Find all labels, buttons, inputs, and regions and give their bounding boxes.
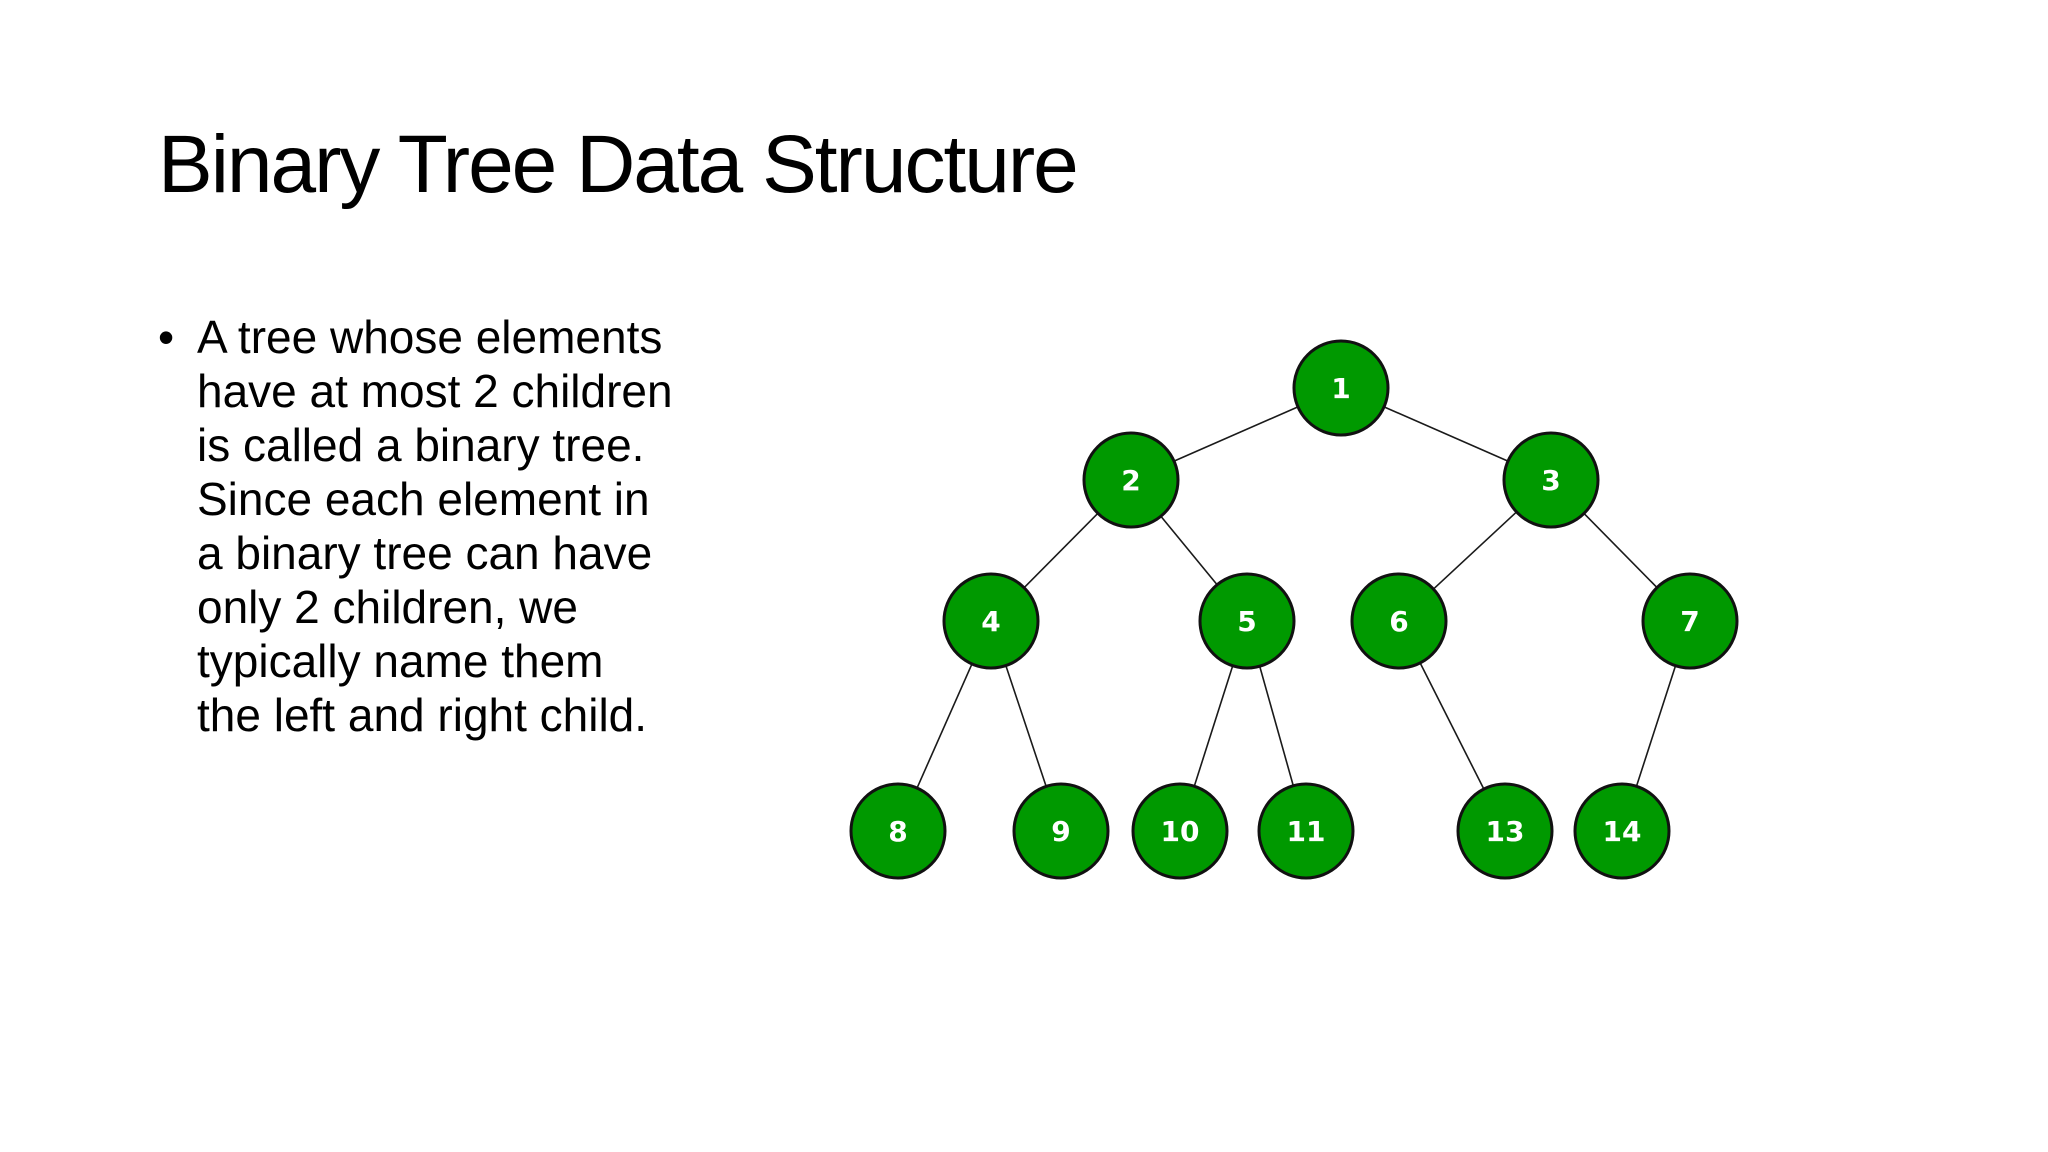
tree-node-1: 1 (1292, 339, 1390, 437)
tree-node-5: 5 (1198, 572, 1296, 670)
tree-node-label: 14 (1603, 815, 1642, 848)
tree-edge-n4-n8 (916, 663, 973, 789)
bullet-dot-icon: • (158, 311, 175, 363)
tree-node-circle (1198, 572, 1296, 670)
tree-node-7: 7 (1641, 572, 1739, 670)
tree-node-label: 13 (1486, 815, 1525, 848)
tree-edge-n1-n3 (1383, 406, 1509, 462)
tree-node-circle (1292, 339, 1390, 437)
bullet-item: • A tree whose elements have at most 2 c… (158, 310, 678, 742)
tree-edge-n3-n6 (1432, 511, 1518, 590)
tree-node-circle (1012, 782, 1110, 880)
tree-node-label: 8 (888, 815, 907, 848)
tree-node-label: 9 (1051, 815, 1070, 848)
tree-node-8: 8 (849, 782, 947, 880)
tree-node-circle (1456, 782, 1554, 880)
tree-node-circle (942, 572, 1040, 670)
tree-node-label: 3 (1541, 464, 1560, 497)
tree-node-11: 11 (1257, 782, 1355, 880)
tree-node-circle (1350, 572, 1448, 670)
tree-node-circle (1131, 782, 1229, 880)
tree-edge-n5-n10 (1193, 665, 1234, 787)
tree-node-label: 10 (1161, 815, 1200, 848)
tree-node-label: 4 (981, 605, 1000, 638)
tree-edge-n5-n11 (1258, 666, 1295, 786)
tree-edge-n4-n9 (1005, 665, 1047, 787)
tree-nodes: 1 2 3 4 5 6 7 8 9 10 11 13 14 (849, 339, 1739, 880)
tree-node-label: 11 (1287, 815, 1326, 848)
tree-edge-n7-n14 (1635, 665, 1677, 787)
tree-node-circle (849, 782, 947, 880)
tree-node-9: 9 (1012, 782, 1110, 880)
tree-node-4: 4 (942, 572, 1040, 670)
tree-node-label: 5 (1237, 605, 1256, 638)
tree-node-10: 10 (1131, 782, 1229, 880)
tree-node-3: 3 (1502, 431, 1600, 529)
tree-node-circle (1502, 431, 1600, 529)
tree-edge-n2-n4 (1023, 512, 1099, 589)
tree-node-label: 2 (1121, 464, 1140, 497)
tree-edge-n3-n7 (1583, 512, 1658, 589)
tree-node-circle (1257, 782, 1355, 880)
tree-edge-n6-n13 (1419, 662, 1485, 790)
tree-node-circle (1641, 572, 1739, 670)
slide-title: Binary Tree Data Structure (158, 119, 1079, 210)
tree-node-13: 13 (1456, 782, 1554, 880)
tree-node-2: 2 (1082, 431, 1180, 529)
tree-node-circle (1573, 782, 1671, 880)
tree-node-14: 14 (1573, 782, 1671, 880)
tree-node-label: 6 (1389, 605, 1408, 638)
tree-edge-n2-n5 (1160, 515, 1218, 586)
bullet-text: A tree whose elements have at most 2 chi… (197, 311, 673, 741)
tree-node-6: 6 (1350, 572, 1448, 670)
tree-node-circle (1082, 431, 1180, 529)
tree-node-label: 7 (1680, 605, 1699, 638)
tree-edges (916, 406, 1677, 790)
bullet-list: • A tree whose elements have at most 2 c… (158, 310, 678, 742)
tree-edge-n1-n2 (1173, 406, 1299, 462)
tree-node-label: 1 (1331, 372, 1350, 405)
